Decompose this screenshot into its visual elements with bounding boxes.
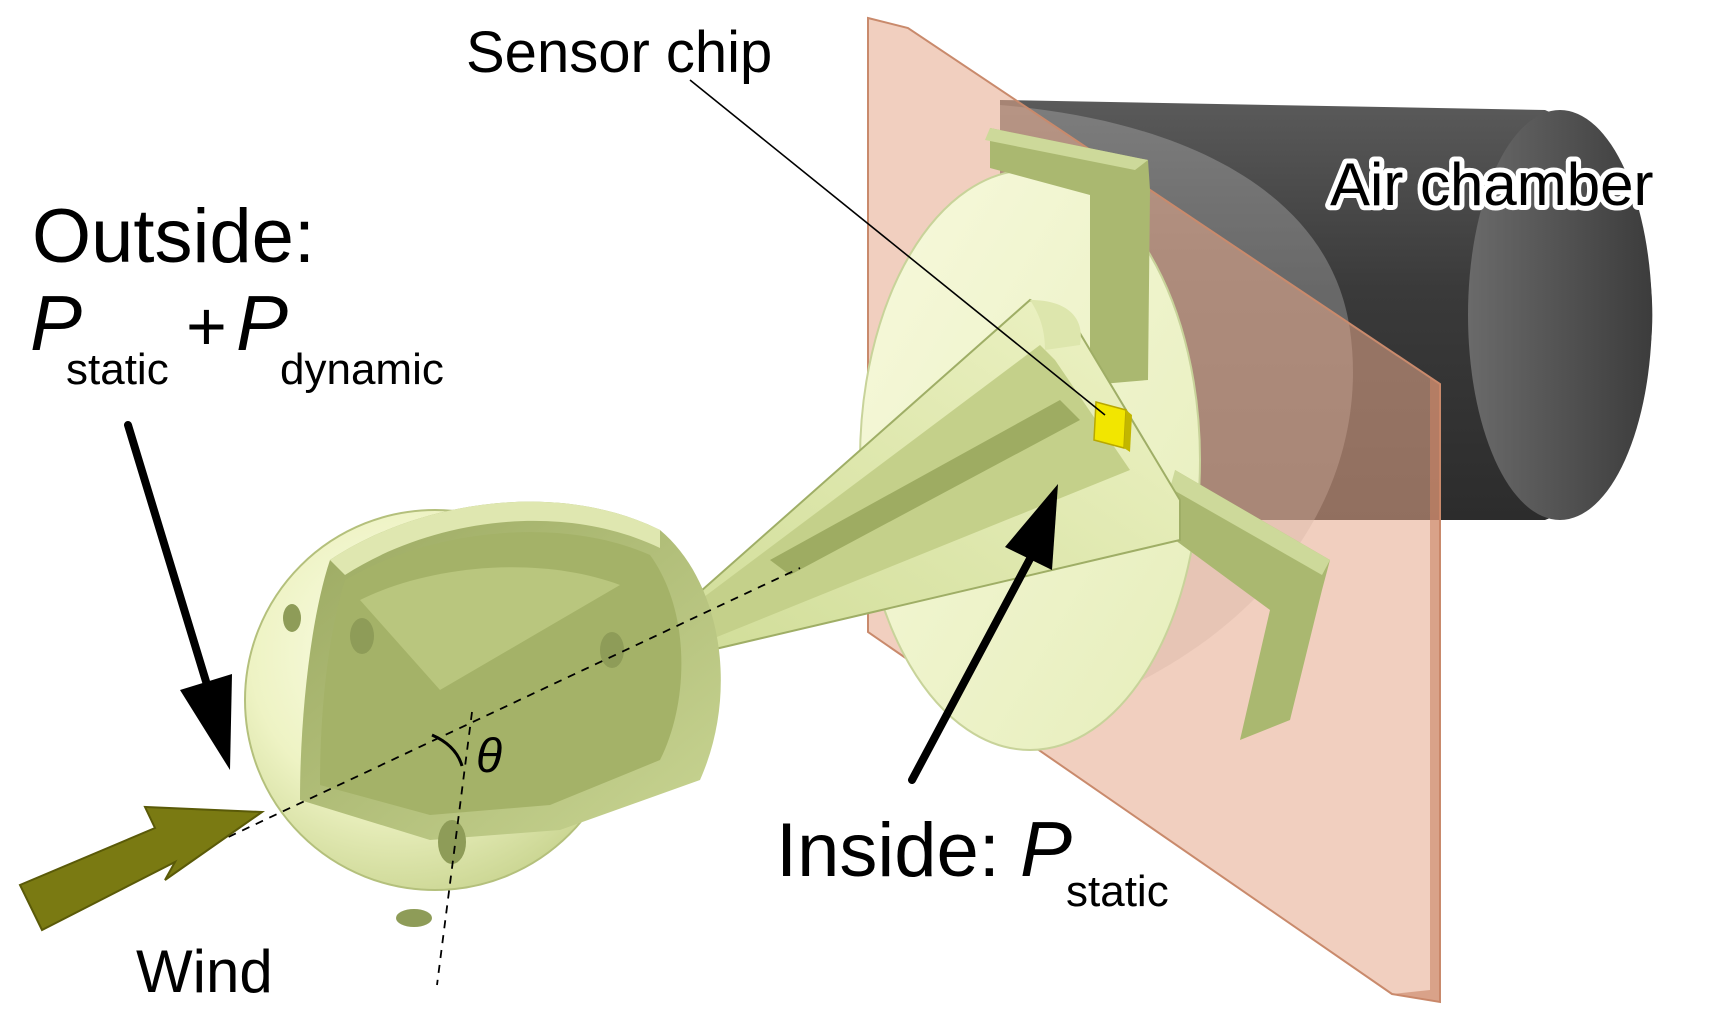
inside-pressure-formula: Inside: P static: [776, 805, 1169, 916]
sphere-inner-face: [360, 567, 620, 690]
outside-pressure-formula: P static + P dynamic: [30, 279, 444, 394]
port-hole-low: [396, 909, 432, 927]
probe-head-disk: [859, 128, 1330, 751]
outside-label: Outside:: [32, 194, 315, 279]
wind-arrow-icon: [18, 805, 265, 932]
disk-cut-upper: [990, 128, 1150, 385]
static-subscript-inside: static: [1066, 867, 1169, 916]
sphere-cut-rim-top: [330, 501, 660, 575]
flow-axis-line: [119, 567, 801, 889]
inside-pressure-arrow: [908, 484, 1058, 784]
disk-cut-upper-top: [985, 128, 1148, 170]
disk-cut-lower-top: [1170, 470, 1330, 575]
air-chamber-end-cap: [1468, 110, 1652, 520]
port-hole-front: [283, 604, 301, 632]
probe-sphere: [244, 501, 721, 927]
theta-angle-arc: [431, 733, 464, 767]
probe-cone: [638, 298, 1181, 664]
static-subscript-outside: static: [66, 345, 169, 394]
sensor-chip-label: Sensor chip: [466, 20, 772, 85]
theta-label: θ: [476, 730, 502, 783]
probe-axes: [119, 567, 801, 986]
mounting-plate-edge: [1392, 378, 1440, 1002]
air-chamber-label: Air chamber: [1330, 151, 1653, 218]
sensor-chip-leader-line: [689, 79, 1106, 416]
vertical-axis-line: [436, 711, 473, 986]
inside-label: Inside:: [776, 808, 1000, 893]
port-hole-bottom: [438, 820, 466, 864]
port-hole-top: [350, 618, 374, 654]
plus-sign: +: [186, 287, 227, 365]
cone-cut-face: [770, 400, 1080, 575]
port-hole-rear: [600, 632, 624, 668]
outside-pressure-arrow: [124, 421, 232, 770]
wind-label: Wind: [136, 938, 273, 1005]
dynamic-subscript: dynamic: [280, 345, 444, 394]
p-dynamic-symbol: P: [236, 279, 288, 367]
p-static-symbol-inside: P: [1020, 805, 1072, 893]
p-static-symbol-outside: P: [30, 279, 82, 367]
cone-upper-lip: [1030, 300, 1081, 350]
